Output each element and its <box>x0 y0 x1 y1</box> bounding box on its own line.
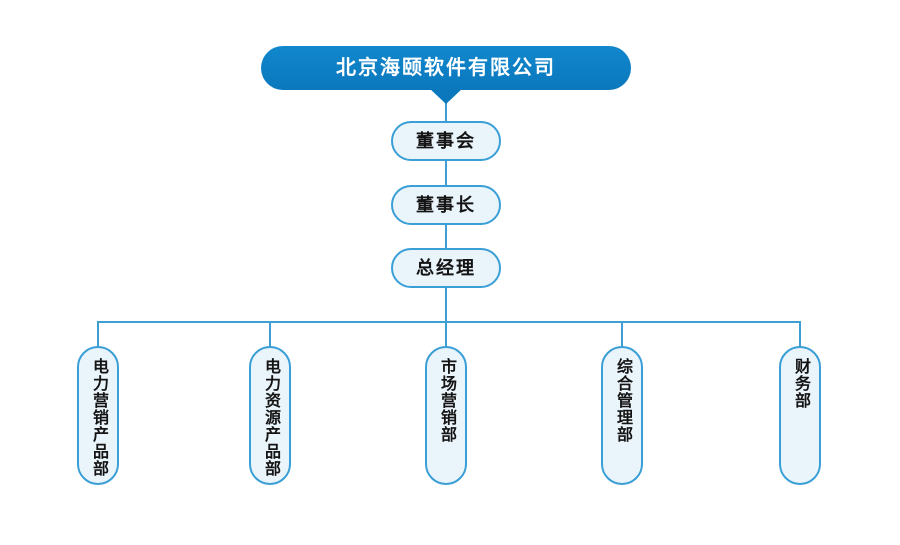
connector-gm-to-branch <box>445 288 447 322</box>
dept-label: 电力营销产品部 <box>90 358 107 477</box>
connector-branch-to-dept-4 <box>621 321 623 347</box>
connector-branch-to-dept-1 <box>97 321 99 347</box>
connector-root-to-board <box>445 102 447 122</box>
connector-branch-to-dept-3 <box>445 321 447 347</box>
node-dept-power-resource-products: 电力资源产品部 <box>249 346 291 485</box>
node-board-of-directors: 董事会 <box>391 121 501 161</box>
root-node-pointer <box>429 88 463 104</box>
node-chairman: 董事长 <box>391 185 501 225</box>
connector-branch-to-dept-5 <box>799 321 801 347</box>
connector-branch-to-dept-2 <box>269 321 271 347</box>
branch-line <box>97 321 801 323</box>
dept-label: 市场营销部 <box>438 358 455 443</box>
node-dept-finance: 财务部 <box>779 346 821 485</box>
connector-chairman-to-gm <box>445 225 447 248</box>
dept-label: 综合管理部 <box>614 358 631 443</box>
connector-board-to-chairman <box>445 161 447 185</box>
node-dept-marketing: 市场营销部 <box>425 346 467 485</box>
root-node-company: 北京海颐软件有限公司 <box>261 46 631 90</box>
node-general-manager: 总经理 <box>391 248 501 288</box>
dept-label: 电力资源产品部 <box>262 358 279 477</box>
node-dept-general-management: 综合管理部 <box>601 346 643 485</box>
node-dept-power-marketing-products: 电力营销产品部 <box>77 346 119 485</box>
dept-label: 财务部 <box>792 358 809 409</box>
